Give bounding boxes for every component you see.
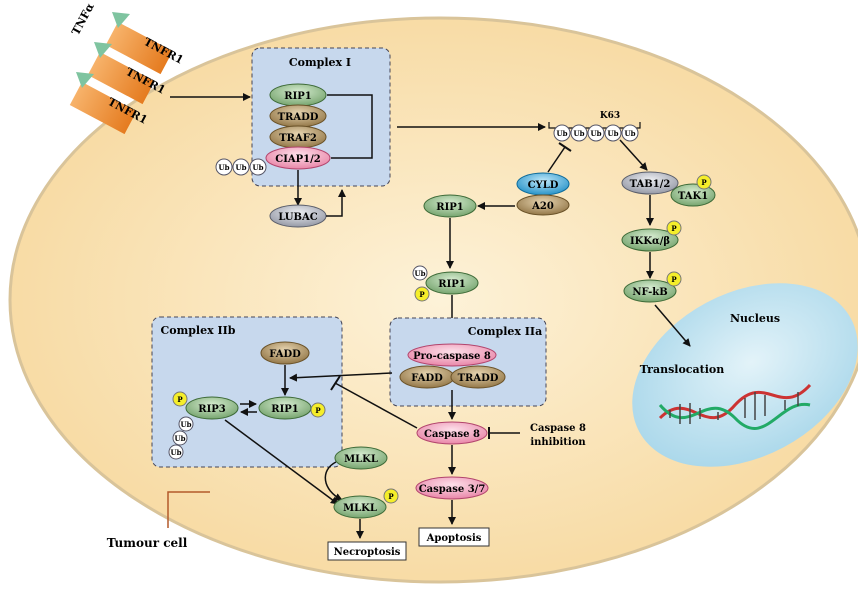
lubac-label: LUBAC — [278, 212, 317, 223]
ikk-label: IKKα/β — [630, 236, 670, 247]
phospho-tag: P — [671, 275, 677, 284]
complex-i-label: Complex I — [289, 56, 351, 69]
tab12-node — [621, 171, 679, 195]
ubiquitin-chain-rip3: Ub Ub Ub — [168, 416, 194, 460]
rip1-label: RIP1 — [438, 279, 465, 290]
rip1-node-ub-p — [425, 271, 479, 295]
k63-ubiquitin-chain: K63 Ub Ub Ub Ub Ub — [548, 111, 641, 142]
rip1-label: RIP1 — [284, 91, 311, 102]
fadd-node-complex2b — [260, 341, 310, 365]
ub-tag: Ub — [608, 129, 619, 138]
caspase8-label: Caspase 8 — [424, 429, 480, 440]
ub-tag: Ub — [625, 129, 636, 138]
mlkl-label: MLKL — [343, 503, 377, 514]
caspase8-inhibition-label-1: Caspase 8 — [530, 423, 586, 434]
caspase8-inhibition-label-2: inhibition — [530, 437, 586, 448]
nfkb-label: NF-kB — [632, 287, 667, 298]
phospho-tag: P — [701, 178, 707, 187]
apoptosis-box — [418, 527, 490, 547]
a20-label: A20 — [531, 201, 554, 212]
tradd-node-complex2a — [450, 365, 506, 389]
phospho-tag: P — [419, 290, 425, 299]
a20-node — [516, 194, 570, 216]
dna-helix-icon — [658, 383, 812, 430]
ub-tag: Ub — [171, 448, 182, 457]
tnfa-label: TNFα — [69, 0, 97, 37]
ub-tag: Ub — [175, 434, 186, 443]
rip3-node — [185, 396, 239, 420]
phospho-tag: P — [177, 395, 183, 404]
tak1-label: TAK1 — [678, 191, 708, 202]
ciap-node — [265, 146, 331, 170]
pro-caspase8-node — [407, 343, 497, 367]
k63-label: K63 — [600, 111, 620, 121]
cyld-label: CYLD — [528, 180, 559, 191]
traf2-label: TRAF2 — [279, 133, 317, 144]
ub-tag: Ub — [219, 163, 230, 172]
translocation-label: Translocation — [640, 363, 724, 376]
rip1-label: RIP1 — [271, 404, 298, 415]
ub-tag: Ub — [415, 269, 426, 278]
ub-tag: Ub — [181, 420, 192, 429]
ubiquitin-chain-ciap: Ub Ub Ub — [215, 158, 267, 176]
ub-tag: Ub — [253, 163, 264, 172]
complex-iia-label: Complex IIa — [468, 325, 542, 338]
nucleus-label: Nucleus — [730, 312, 780, 325]
pro-caspase8-label: Pro-caspase 8 — [413, 351, 491, 362]
caspase37-node — [415, 476, 489, 500]
rip3-label: RIP3 — [198, 404, 226, 415]
rip1-node-free — [423, 194, 477, 218]
necroptosis-box — [327, 541, 407, 561]
phospho-tag: P — [671, 224, 677, 233]
ub-tag: Ub — [591, 129, 602, 138]
fadd-label: FADD — [269, 349, 301, 360]
ub-tag: Ub — [236, 163, 247, 172]
ub-tag: Ub — [557, 129, 568, 138]
tumour-cell-label: Tumour cell — [107, 536, 188, 550]
tab12-label: TAB1/2 — [630, 179, 671, 190]
mlkl-node — [334, 446, 388, 470]
nucleus — [632, 283, 858, 467]
tradd-label: TRADD — [278, 112, 319, 123]
phospho-tag: P — [388, 492, 394, 501]
caspase37-label: Caspase 3/7 — [419, 484, 486, 495]
mlkl-phospho-node — [333, 495, 387, 519]
fadd-label: FADD — [411, 373, 443, 384]
complex-iib-label: Complex IIb — [161, 324, 236, 337]
ikk-node — [621, 228, 679, 252]
apoptosis-label: Apoptosis — [426, 533, 482, 544]
ciap-label: CIAP1/2 — [275, 154, 321, 165]
tradd-label: TRADD — [458, 373, 499, 384]
nfkb-node — [623, 279, 677, 303]
mlkl-label: MLKL — [344, 454, 378, 465]
phospho-tag: P — [315, 406, 321, 415]
caspase8-node — [416, 421, 488, 445]
ub-tag: Ub — [574, 129, 585, 138]
necroptosis-label: Necroptosis — [334, 547, 401, 558]
rip1-label: RIP1 — [436, 202, 463, 213]
